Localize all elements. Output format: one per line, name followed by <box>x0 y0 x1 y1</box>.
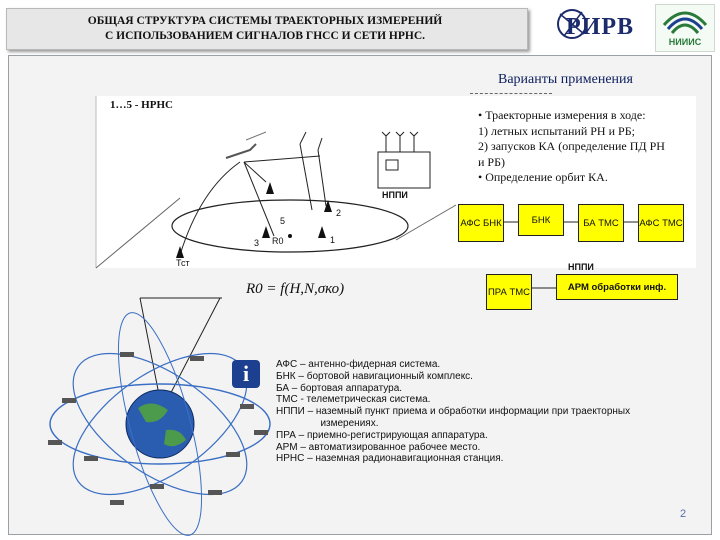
r0-label: R0 <box>272 236 284 246</box>
glossary-item: ТМС - телеметрическая система. <box>276 394 431 406</box>
rirv-logo <box>548 6 644 48</box>
station-tst <box>176 246 184 258</box>
pra-tms-block: ПРА ТМС <box>486 274 532 310</box>
niiis-logo-text: НИИИС <box>668 37 702 47</box>
rirv-logo-text: РИРВ <box>566 14 634 40</box>
rirv-logo-mark <box>557 9 587 39</box>
variants-title: Варианты применения <box>498 72 633 87</box>
variant-item: • Траекторные измерения в ходе: <box>478 108 646 122</box>
earth-orbits-illustration <box>48 312 271 536</box>
variants-divider <box>470 93 552 94</box>
nrns-label: 1…5 - НРНС <box>110 99 173 111</box>
arm-block: АРМ обработки инф. <box>556 274 678 300</box>
nppi-scheme-label: НППИ <box>382 190 408 200</box>
glossary-item: АРМ – автоматизированное рабочее место. <box>276 441 481 453</box>
info-icon: i <box>232 360 260 388</box>
station-5 <box>266 182 274 194</box>
glossary-item: НППИ – наземный пункт приема и обработки… <box>276 406 631 418</box>
glossary: АФС – антенно-фидерная система. БНК – бо… <box>276 359 696 465</box>
tst-label: Тст <box>176 258 190 268</box>
title-line-1: ОБЩАЯ СТРУКТУРА СИСТЕМЫ ТРАЕКТОРНЫХ ИЗМЕ… <box>87 15 443 27</box>
page-number: 2 <box>680 508 687 520</box>
title-box <box>6 8 528 50</box>
glossary-item: НРНС – наземная радионавигационная станц… <box>276 453 504 465</box>
station-1 <box>318 226 326 238</box>
glossary-item: БНК – бортовой навигационный комплекс. <box>276 370 473 382</box>
variant-item: • Определение орбит КА. <box>478 170 608 184</box>
title-line-2: С ИСПОЛЬЗОВАНИЕМ СИГНАЛОВ ГНСС И СЕТИ НР… <box>104 30 426 42</box>
variant-item: 1) летных испытаний РН и РБ; <box>478 123 635 138</box>
variant-item: 2) запусков КА (определение ПД РН <box>478 139 665 153</box>
r0-formula: R0 = f(H,N,σко) <box>246 281 345 297</box>
glossary-item: ПРА – приемно-регистрирующая аппаратура. <box>276 429 488 441</box>
afs-tms-block: АФС ТМС <box>638 204 684 242</box>
station-2 <box>324 200 332 212</box>
station-label-3: 3 <box>254 238 260 248</box>
glossary-item: АФС – антенно-фидерная система. <box>276 359 441 370</box>
glossary-item: измерениях. <box>276 417 379 429</box>
page-title: ОБЩАЯ СТРУКТУРА СИСТЕМЫ ТРАЕКТОРНЫХ ИЗМЕ… <box>10 14 520 44</box>
glossary-item: БА – бортовая аппаратура. <box>276 382 403 394</box>
variant-item: и РБ) <box>478 154 505 169</box>
niiis-logo-mark <box>662 11 708 34</box>
niiis-logo <box>655 4 715 52</box>
nppi-block-label: НППИ <box>568 262 594 272</box>
station-3 <box>262 226 270 238</box>
variants-list: • Траекторные измерения в ходе: 1) летны… <box>478 108 700 186</box>
station-label-2: 2 <box>336 208 342 218</box>
station-label-5: 5 <box>280 216 286 226</box>
afs-bnk-block: АФС БНК <box>458 204 504 242</box>
coverage-ellipse <box>171 199 409 253</box>
ba-tms-block: БА ТМС <box>578 204 624 242</box>
station-label-1: 1 <box>330 235 336 245</box>
bnk-block: БНК <box>518 204 564 236</box>
